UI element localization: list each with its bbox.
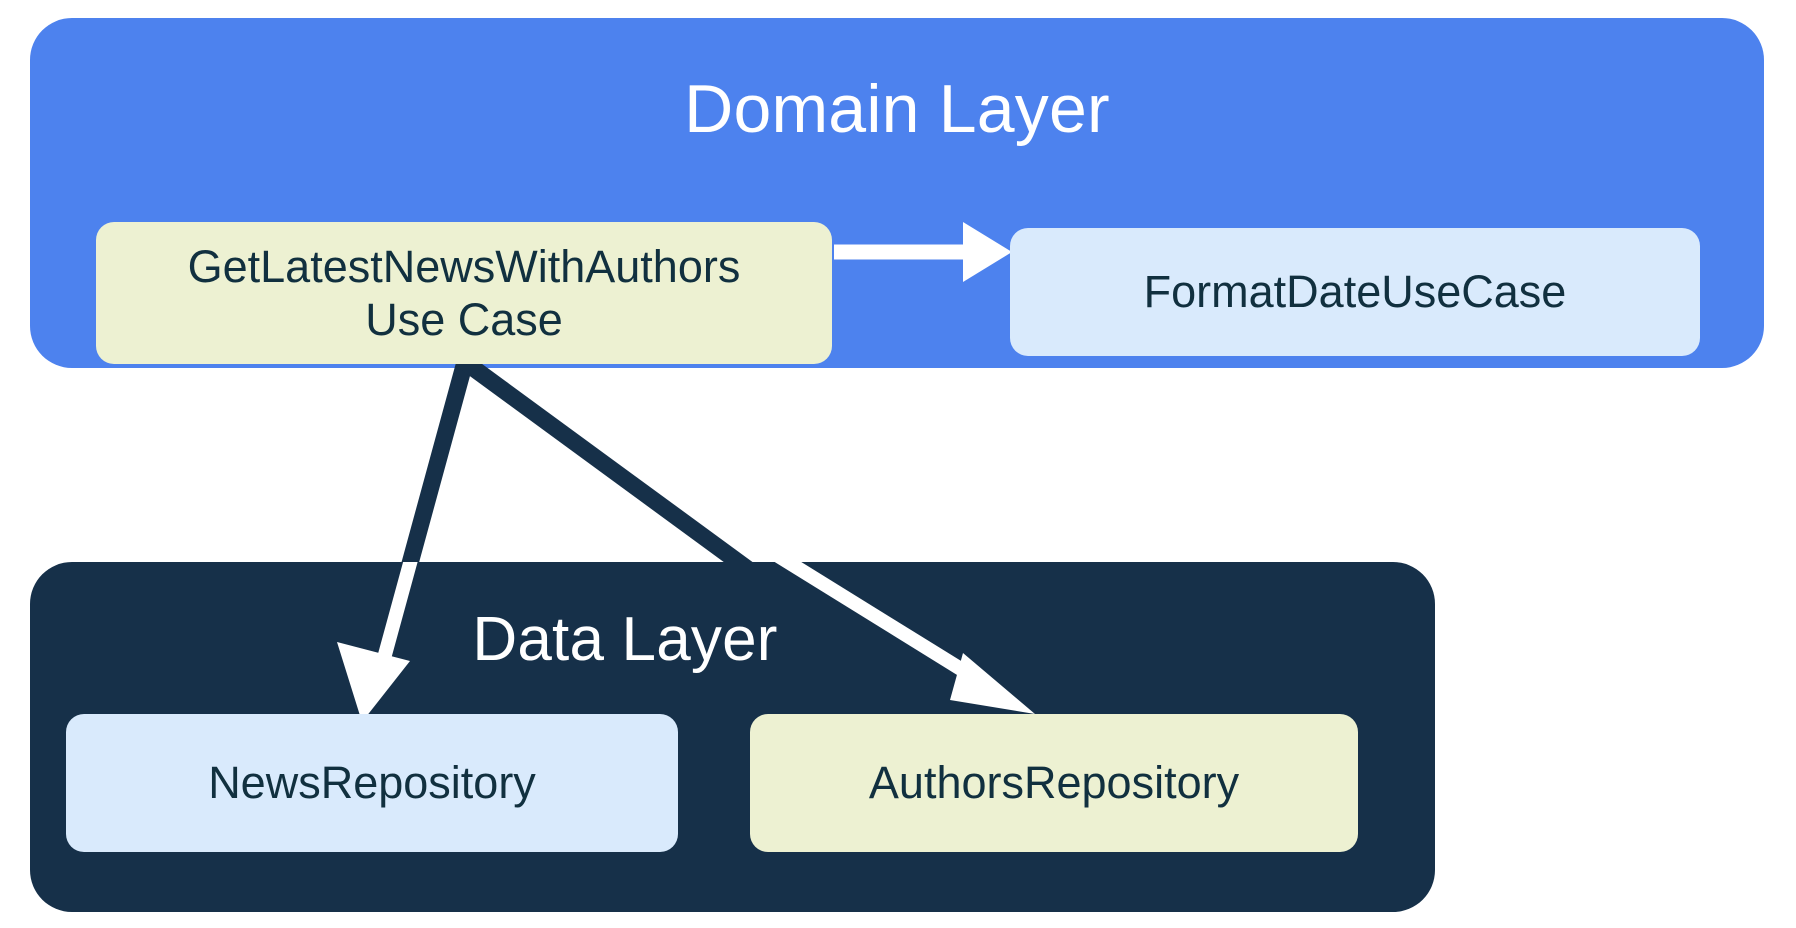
node-format-date-label: FormatDateUseCase (1143, 266, 1567, 318)
domain-layer-title: Domain Layer (684, 71, 1110, 147)
node-news-repository-label: NewsRepository (208, 757, 536, 809)
node-get-latest-news-label: GetLatestNewsWithAuthors Use Case (188, 240, 741, 346)
node-format-date-use-case[interactable]: FormatDateUseCase (1010, 228, 1700, 356)
node-get-latest-news-with-authors-use-case[interactable]: GetLatestNewsWithAuthors Use Case (96, 222, 832, 364)
node-get-latest-news-label-line1: GetLatestNewsWithAuthors (187, 240, 741, 292)
node-get-latest-news-label-line2: Use Case (365, 294, 563, 345)
node-authors-repository-label: AuthorsRepository (868, 757, 1240, 809)
node-news-repository[interactable]: NewsRepository (66, 714, 678, 852)
node-authors-repository[interactable]: AuthorsRepository (750, 714, 1358, 852)
data-layer-title: Data Layer (472, 605, 778, 674)
